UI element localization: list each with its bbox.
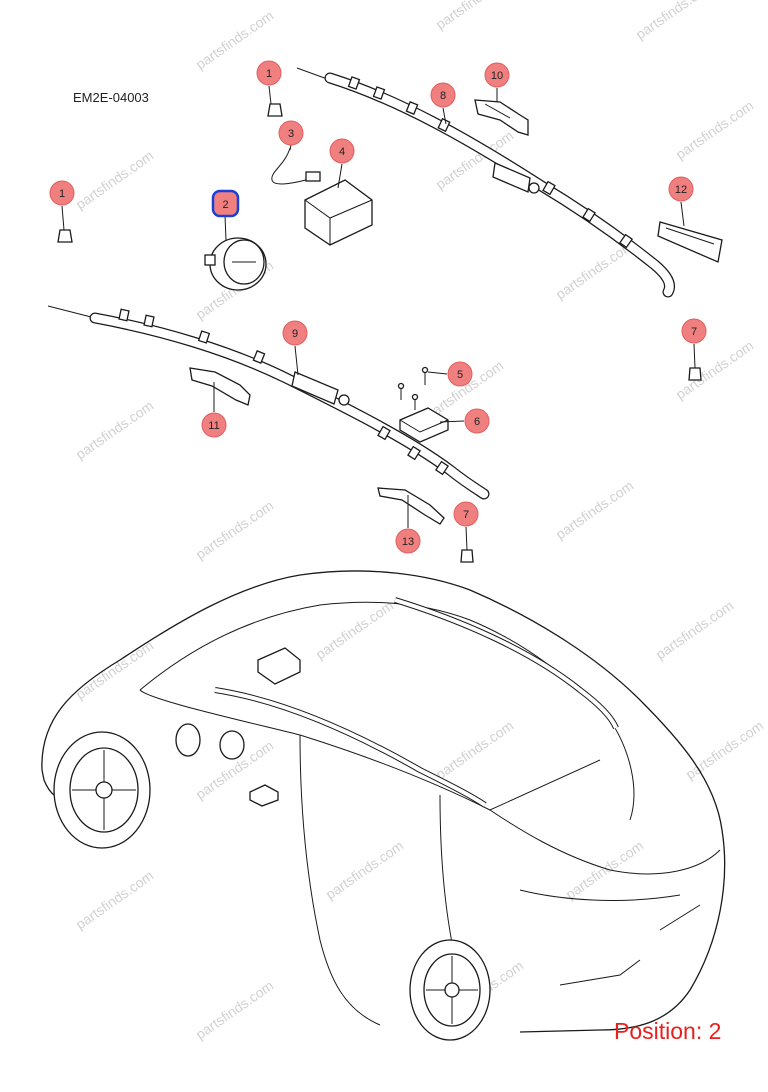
callout-number: 3: [288, 128, 294, 140]
position-indicator: Position: 2: [614, 1018, 722, 1044]
trim-12: [657, 221, 723, 263]
callout-12[interactable]: 12: [668, 176, 694, 202]
callout-marker[interactable]: [430, 82, 456, 108]
callout-number: 1: [59, 188, 65, 200]
curtain-airbag-upper: [296, 67, 675, 298]
callout-number: 7: [463, 509, 469, 521]
watermark: partsfinds.com: [433, 717, 517, 782]
callout-6[interactable]: 6: [464, 408, 490, 434]
callout-7-lower[interactable]: 7: [453, 501, 479, 527]
watermark: partsfinds.com: [193, 497, 277, 562]
callout-marker[interactable]: [278, 120, 304, 146]
callout-marker[interactable]: [395, 528, 421, 554]
callout-11[interactable]: 11: [201, 412, 227, 438]
watermark: partsfinds.com: [73, 147, 157, 212]
callout-number: 5: [457, 369, 463, 381]
callout-marker-selected[interactable]: [211, 189, 240, 218]
watermark: partsfinds.com: [553, 477, 637, 542]
callout-1-left[interactable]: 1: [49, 180, 75, 206]
wire-harness-3: [271, 147, 321, 185]
watermark: partsfinds.com: [433, 0, 517, 32]
callout-number: 8: [440, 90, 446, 102]
callout-7-right[interactable]: 7: [681, 318, 707, 344]
callout-8[interactable]: 8: [430, 82, 456, 108]
bracket-13: [377, 487, 445, 525]
watermark: partsfinds.com: [193, 977, 277, 1042]
watermark: partsfinds.com: [313, 597, 397, 662]
callout-marker[interactable]: [329, 138, 355, 164]
callout-number: 1: [266, 68, 272, 80]
callout-marker[interactable]: [681, 318, 707, 344]
watermark: partsfinds.com: [633, 0, 717, 42]
watermark: partsfinds.com: [73, 397, 157, 462]
callout-number: 10: [491, 70, 503, 82]
callout-4[interactable]: 4: [329, 138, 355, 164]
bolts-5: [397, 366, 429, 410]
callout-marker[interactable]: [282, 320, 308, 346]
callout-number: 9: [292, 328, 298, 340]
sensor-module-6: [399, 407, 449, 443]
watermark: partsfinds.com: [323, 837, 407, 902]
clip-7-lower: [460, 549, 474, 563]
callout-marker[interactable]: [201, 412, 227, 438]
bracket-11: [189, 367, 251, 406]
callout-number: 2: [222, 199, 228, 211]
watermark: partsfinds.com: [73, 867, 157, 932]
callout-number: 13: [402, 536, 414, 548]
callout-marker[interactable]: [256, 60, 282, 86]
callout-number: 4: [339, 146, 345, 158]
watermark: partsfinds.com: [673, 337, 757, 402]
control-module-4: [304, 179, 373, 246]
callout-marker[interactable]: [49, 180, 75, 206]
bracket-10: [474, 99, 529, 136]
callout-marker[interactable]: [668, 176, 694, 202]
watermark: partsfinds.com: [563, 837, 647, 902]
callout-2-selected[interactable]: 2: [211, 189, 240, 218]
curtain-airbag-lower: [47, 305, 490, 500]
driver-airbag-2: [204, 237, 267, 291]
watermark: partsfinds.com: [673, 97, 757, 162]
callout-5[interactable]: 5: [447, 361, 473, 387]
callout-marker[interactable]: [447, 361, 473, 387]
callout-1-upper[interactable]: 1: [256, 60, 282, 86]
callout-number: 6: [474, 416, 480, 428]
callout-number: 11: [208, 420, 219, 432]
leader-lines: [61, 85, 696, 551]
callout-10[interactable]: 10: [484, 62, 510, 88]
clip-7-right: [688, 367, 702, 381]
clip-1-upper: [267, 103, 283, 117]
callout-9[interactable]: 9: [282, 320, 308, 346]
watermark: partsfinds.com: [683, 717, 767, 782]
callout-marker[interactable]: [453, 501, 479, 527]
callout-number: 7: [691, 326, 697, 338]
diagram-code: EM2E-04003: [73, 90, 149, 105]
callout-marker[interactable]: [484, 62, 510, 88]
vehicle-outline: [41, 570, 726, 1041]
clip-1-left: [57, 229, 73, 243]
watermark: partsfinds.com: [653, 597, 737, 662]
callout-marker[interactable]: [464, 408, 490, 434]
callout-number: 12: [675, 184, 687, 196]
callout-13[interactable]: 13: [395, 528, 421, 554]
watermark-layer: partsfinds.com partsfinds.com partsfinds…: [73, 0, 767, 1042]
callout-3[interactable]: 3: [278, 120, 304, 146]
